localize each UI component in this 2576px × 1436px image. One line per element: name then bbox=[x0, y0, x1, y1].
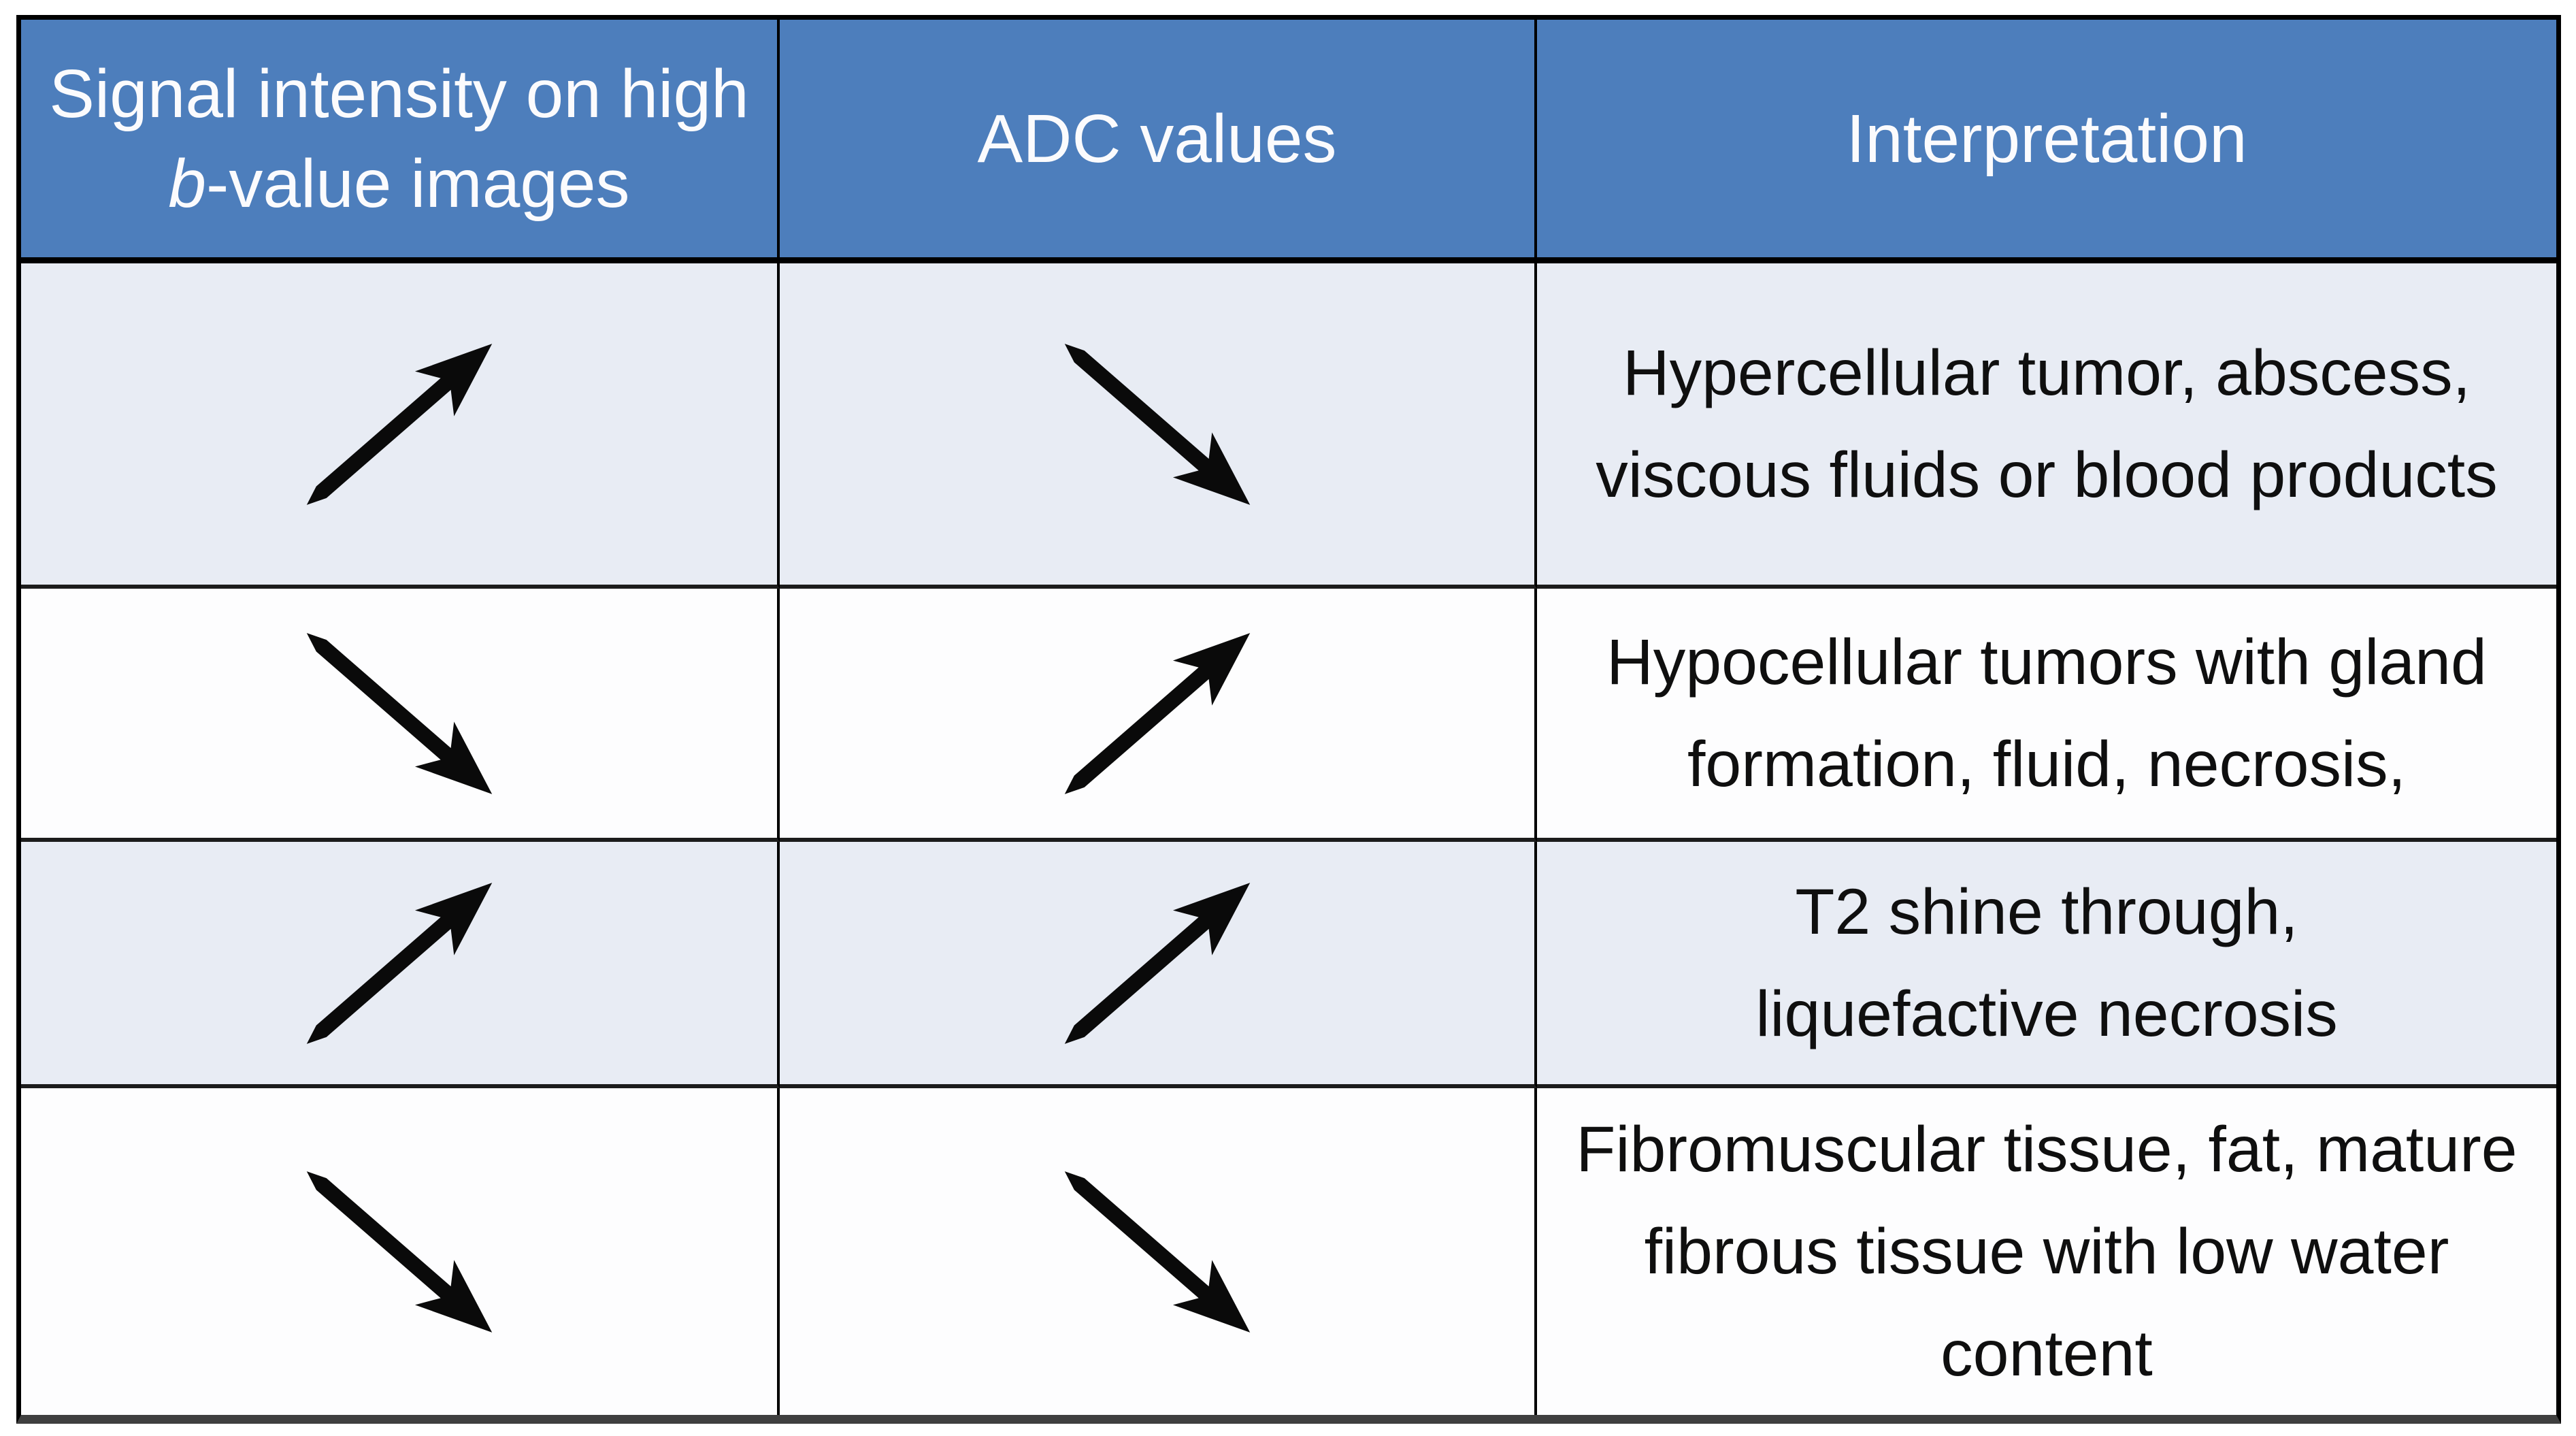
row4-adc-arrow-cell bbox=[780, 1088, 1537, 1415]
trend-arrow-icon bbox=[1064, 1171, 1250, 1333]
trend-arrow-icon bbox=[306, 882, 492, 1044]
trend-arrow-icon bbox=[306, 343, 492, 505]
interpretation-line: Hypercellular tumor, abscess, bbox=[1622, 336, 2471, 409]
row4-interpretation-cell: Fibromuscular tissue, fat, mature fibrou… bbox=[1537, 1088, 2556, 1415]
trend-arrow-icon bbox=[1064, 632, 1250, 794]
row1-interpretation-cell: Hypercellular tumor, abscess, viscous fl… bbox=[1537, 263, 2556, 589]
interpretation-line: content bbox=[1941, 1318, 2153, 1390]
header-cell-interpretation: Interpretation bbox=[1537, 20, 2556, 263]
header-line-1: Signal intensity on high bbox=[49, 55, 749, 132]
interpretation-line: liquefactive necrosis bbox=[1755, 978, 2338, 1050]
trend-arrow-icon bbox=[306, 1171, 492, 1333]
row3-adc-arrow-cell bbox=[780, 842, 1537, 1088]
row3-interpretation-cell: T2 shine through, liquefactive necrosis bbox=[1537, 842, 2556, 1088]
trend-arrow-icon bbox=[1064, 343, 1250, 505]
interpretation-line: viscous fluids or blood products bbox=[1596, 439, 2498, 511]
row4-signal-arrow-cell bbox=[21, 1088, 780, 1415]
header-label: ADC values bbox=[977, 100, 1337, 177]
row2-adc-arrow-cell bbox=[780, 589, 1537, 842]
header-label: Interpretation bbox=[1846, 100, 2247, 177]
trend-arrow-icon bbox=[1064, 882, 1250, 1044]
row1-adc-arrow-cell bbox=[780, 263, 1537, 589]
header-cell-adc-values: ADC values bbox=[780, 20, 1537, 263]
header-line-2: b-value images bbox=[168, 139, 629, 229]
interpretation-line: T2 shine through, bbox=[1795, 875, 2298, 948]
row3-signal-arrow-cell bbox=[21, 842, 780, 1088]
interpretation-line: Fibromuscular tissue, fat, mature bbox=[1576, 1113, 2517, 1186]
row1-signal-arrow-cell bbox=[21, 263, 780, 589]
interpretation-line: Hypocellular tumors with gland bbox=[1606, 625, 2487, 698]
dwi-adc-interpretation-table: Signal intensity on high b-value images … bbox=[16, 15, 2561, 1424]
interpretation-line: fibrous tissue with low water bbox=[1644, 1215, 2449, 1288]
interpretation-line: formation, fluid, necrosis, bbox=[1687, 728, 2406, 800]
trend-arrow-icon bbox=[306, 632, 492, 794]
header-cell-signal-intensity: Signal intensity on high b-value images bbox=[21, 20, 780, 263]
b-value-rest: -value images bbox=[206, 145, 630, 222]
row2-signal-arrow-cell bbox=[21, 589, 780, 842]
row2-interpretation-cell: Hypocellular tumors with gland formation… bbox=[1537, 589, 2556, 842]
b-value-italic: b bbox=[168, 145, 207, 222]
